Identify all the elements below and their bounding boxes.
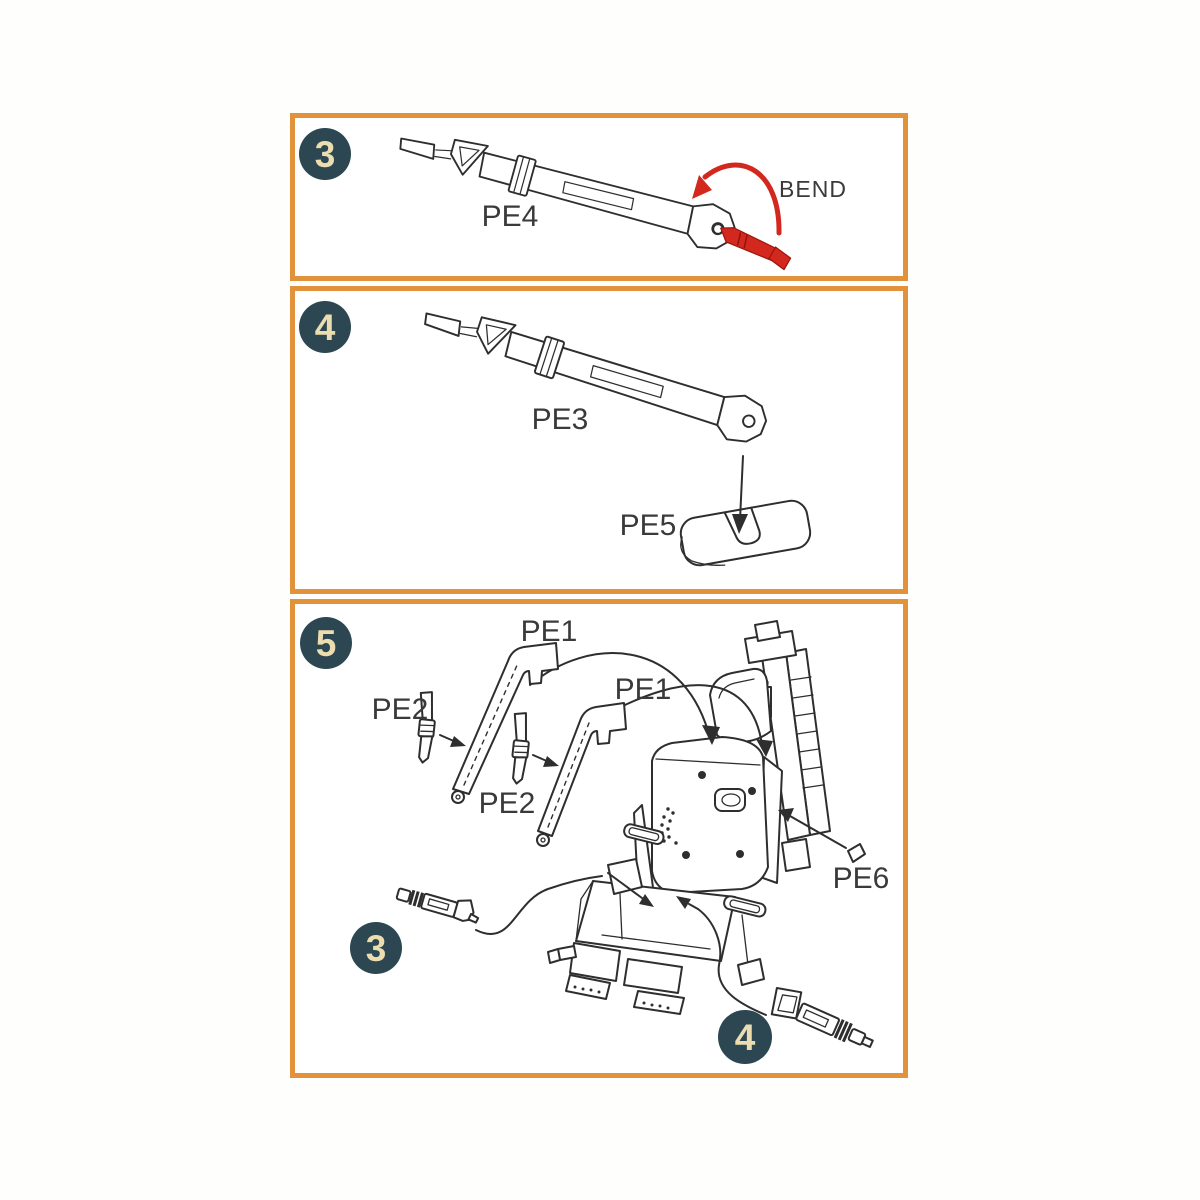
ejection-seat-drawing	[547, 620, 831, 1015]
step-badge: 3	[299, 128, 351, 180]
step-badge: 4	[299, 301, 351, 353]
attach-arrow-pe2-right	[532, 754, 559, 767]
step-badge-number: 5	[316, 623, 337, 664]
bend-action-label: BEND	[779, 176, 847, 202]
leader-step4	[697, 908, 767, 1016]
step-4-panel: 4 PE3 PE5	[290, 286, 908, 594]
belt-drawing-pe4	[393, 118, 740, 257]
attach-arrow-pe2-left	[439, 734, 466, 747]
ref-badge-3: 3	[350, 922, 402, 974]
svg-text:3: 3	[366, 928, 387, 969]
part-label-pe1-top: PE1	[521, 615, 578, 648]
step-3-drawing: 3 PE4 BEND	[299, 118, 847, 271]
svg-text:4: 4	[735, 1017, 756, 1058]
strap-drawing-pe2-left	[417, 691, 436, 764]
step-badge: 5	[300, 617, 352, 669]
buckle-drawing-step4	[770, 987, 874, 1048]
strap-drawing-pe1-right	[536, 702, 627, 847]
bend-arrow-icon	[692, 162, 782, 236]
belt-drawing-pe3	[417, 293, 773, 451]
bent-tab-highlight	[720, 227, 792, 271]
part-label-pe2-mid: PE2	[479, 787, 536, 820]
insert-arrow-icon	[732, 455, 748, 534]
step-badge-number: 3	[315, 134, 336, 175]
step-5-drawing: 5	[300, 615, 890, 1064]
part-label-pe5: PE5	[620, 509, 677, 542]
part-label-pe2-left: PE2	[372, 693, 429, 726]
leader-step3	[475, 875, 603, 936]
step-4-drawing: 4 PE3 PE5	[299, 293, 812, 567]
part-label-pe4: PE4	[482, 200, 539, 233]
ref-badge-4: 4	[718, 1010, 772, 1064]
part-label-pe1-mid: PE1	[615, 673, 672, 706]
step-5-panel: 5	[290, 599, 908, 1078]
strap-drawing-pe2-right	[511, 712, 530, 785]
pan-arrow-left	[607, 872, 654, 907]
step-badge-number: 4	[315, 307, 336, 348]
part-label-pe6: PE6	[833, 862, 890, 895]
pad-drawing-pe5	[679, 499, 812, 567]
part-label-pe3: PE3	[532, 403, 589, 436]
pan-arrow-right	[676, 896, 699, 910]
step-3-panel: 3 PE4 BEND	[290, 113, 908, 281]
strap-drawing-pe1-left	[451, 642, 559, 804]
clip-drawing-pe6	[778, 808, 866, 863]
buckle-drawing-step3	[395, 887, 480, 924]
